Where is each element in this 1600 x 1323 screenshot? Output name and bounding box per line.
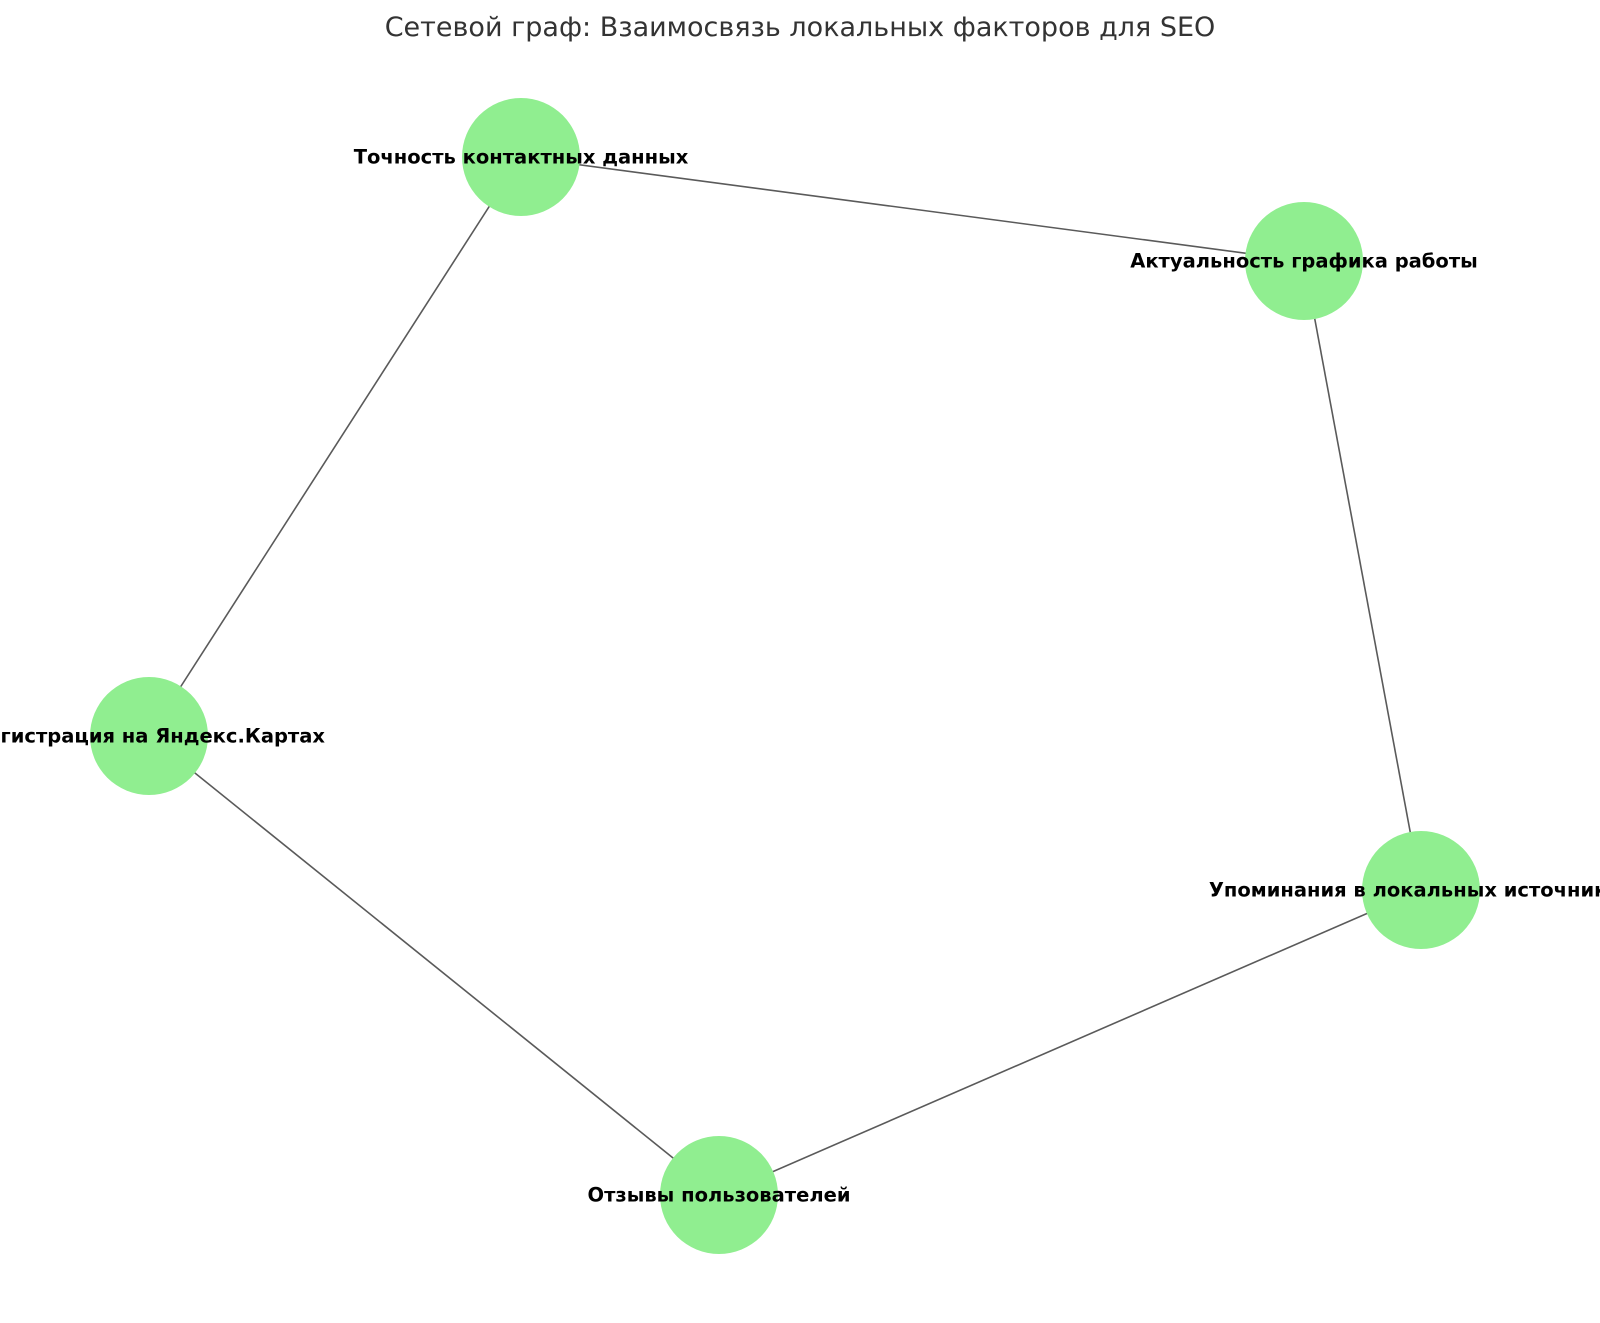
graph-edge xyxy=(520,156,1305,262)
graph-edge xyxy=(148,156,522,737)
page-title: Сетевой граф: Взаимосвязь локальных факт… xyxy=(384,12,1216,43)
graph-node-user-reviews[interactable] xyxy=(660,1136,778,1254)
graph-node-local-mentions[interactable] xyxy=(1362,831,1480,949)
graph-node-yandex-maps-registration[interactable] xyxy=(90,677,208,795)
graph-edge xyxy=(1303,260,1422,891)
graph-node-contact-accuracy[interactable] xyxy=(462,98,580,216)
graph-edge xyxy=(718,889,1422,1196)
graph-node-schedule-relevance[interactable] xyxy=(1245,202,1363,320)
graph-edge xyxy=(148,735,720,1196)
